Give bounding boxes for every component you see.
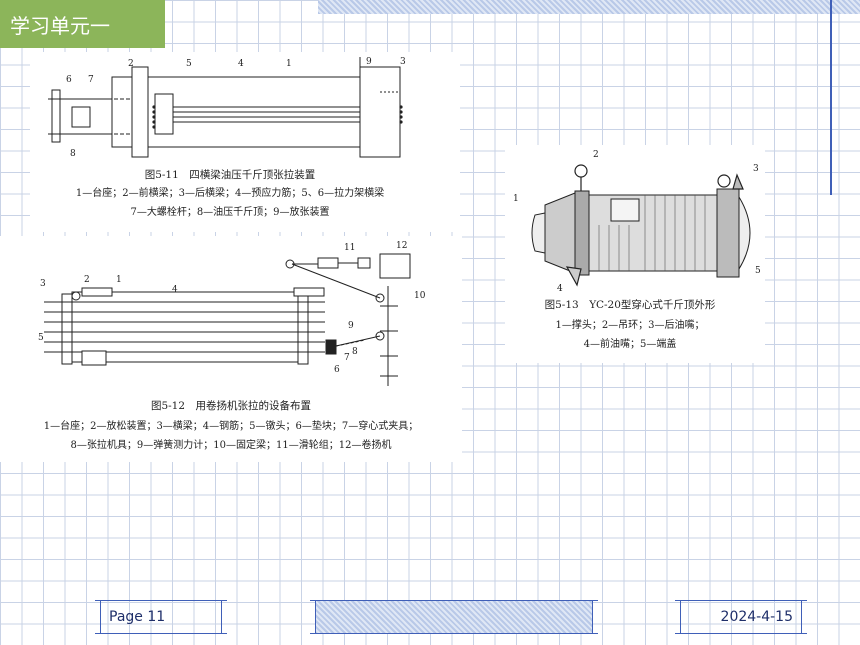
fig13-caption: 图5-13 YC-20型穿心式千斤顶外形 xyxy=(544,299,716,311)
fig12-label-2: 2 xyxy=(84,275,90,285)
fig12-label-11: 11 xyxy=(344,243,355,253)
figure-5-11: 6 7 8 2 5 4 1 9 3 图5-11 四横梁油压千斤顶张拉装置 1—台… xyxy=(30,52,460,232)
fig12-label-8: 8 xyxy=(352,347,358,357)
right-decor-line xyxy=(830,0,832,195)
fig11-label-6: 6 xyxy=(66,75,72,85)
fig13-legend-line-1: 1—撑头；2—吊环；3—后油嘴； xyxy=(555,320,705,331)
figure-5-13: 2 3 1 5 4 图5-13 YC-20型穿心式千斤顶外形 1—撑头；2—吊环… xyxy=(505,145,765,363)
fig12-caption: 图5-12 用卷扬机张拉的设备布置 xyxy=(150,400,312,412)
figure-5-11-drawing: 6 7 8 2 5 4 1 9 3 xyxy=(48,57,406,159)
fig11-label-4: 4 xyxy=(238,59,244,69)
fig12-label-4: 4 xyxy=(172,285,178,295)
fig11-label-5: 5 xyxy=(186,59,192,69)
fig12-label-12: 12 xyxy=(396,241,407,251)
fig11-label-1: 1 xyxy=(286,59,292,69)
fig11-label-2: 2 xyxy=(128,59,134,69)
fig13-label-1: 1 xyxy=(513,194,519,204)
fig12-label-9: 9 xyxy=(348,321,354,331)
footer-date-box: 2024-4-15 xyxy=(675,600,807,634)
fig13-label-3: 3 xyxy=(753,164,759,174)
figure-5-12-drawing: 3 2 1 4 5 11 12 10 9 7 8 6 xyxy=(38,241,426,386)
figure-5-12: 3 2 1 4 5 11 12 10 9 7 8 6 图5-12 用卷扬机张拉的… xyxy=(0,236,462,462)
footer-page-box: Page 11 xyxy=(95,600,227,634)
fig12-label-3: 3 xyxy=(40,279,46,289)
unit-title: 学习单元一 xyxy=(10,13,110,38)
fig12-label-10: 10 xyxy=(414,291,426,301)
fig13-label-5: 5 xyxy=(755,266,761,276)
footer-date: 2024-4-15 xyxy=(720,609,793,625)
figure-5-13-drawing: 2 3 1 5 4 xyxy=(513,150,761,294)
fig11-label-7: 7 xyxy=(88,75,94,85)
top-decor-band xyxy=(318,0,860,14)
fig12-label-7: 7 xyxy=(344,353,350,363)
footer-middle-band xyxy=(310,600,598,634)
fig12-legend-line-1: 1—台座；2—放松装置；3—横梁；4—钢筋；5—镦头；6—垫块；7—穿心式夹具； xyxy=(43,421,419,432)
fig12-label-1: 1 xyxy=(116,275,122,285)
fig11-legend-line-1: 1—台座；2—前横梁；3—后横梁；4—预应力筋；5、6—拉力架横梁 xyxy=(75,188,385,199)
fig13-legend-line-2: 4—前油嘴；5—端盖 xyxy=(583,339,677,350)
unit-title-badge: 学习单元一 xyxy=(0,0,165,48)
fig11-label-3: 3 xyxy=(400,57,406,67)
fig13-label-4: 4 xyxy=(557,284,563,293)
fig12-legend-line-2: 8—张拉机具；9—弹簧测力计；10—固定梁；11—滑轮组；12—卷扬机 xyxy=(70,440,392,451)
fig11-label-8: 8 xyxy=(70,149,76,159)
fig11-legend-line-2: 7—大螺栓杆；8—油压千斤顶；9—放张装置 xyxy=(130,207,330,218)
page-number: Page 11 xyxy=(109,609,166,625)
fig11-caption: 图5-11 四横梁油压千斤顶张拉装置 xyxy=(144,169,316,181)
fig12-label-5: 5 xyxy=(38,333,44,343)
fig12-label-6: 6 xyxy=(334,365,340,375)
fig11-label-9: 9 xyxy=(366,57,372,67)
fig13-label-2: 2 xyxy=(593,150,599,160)
